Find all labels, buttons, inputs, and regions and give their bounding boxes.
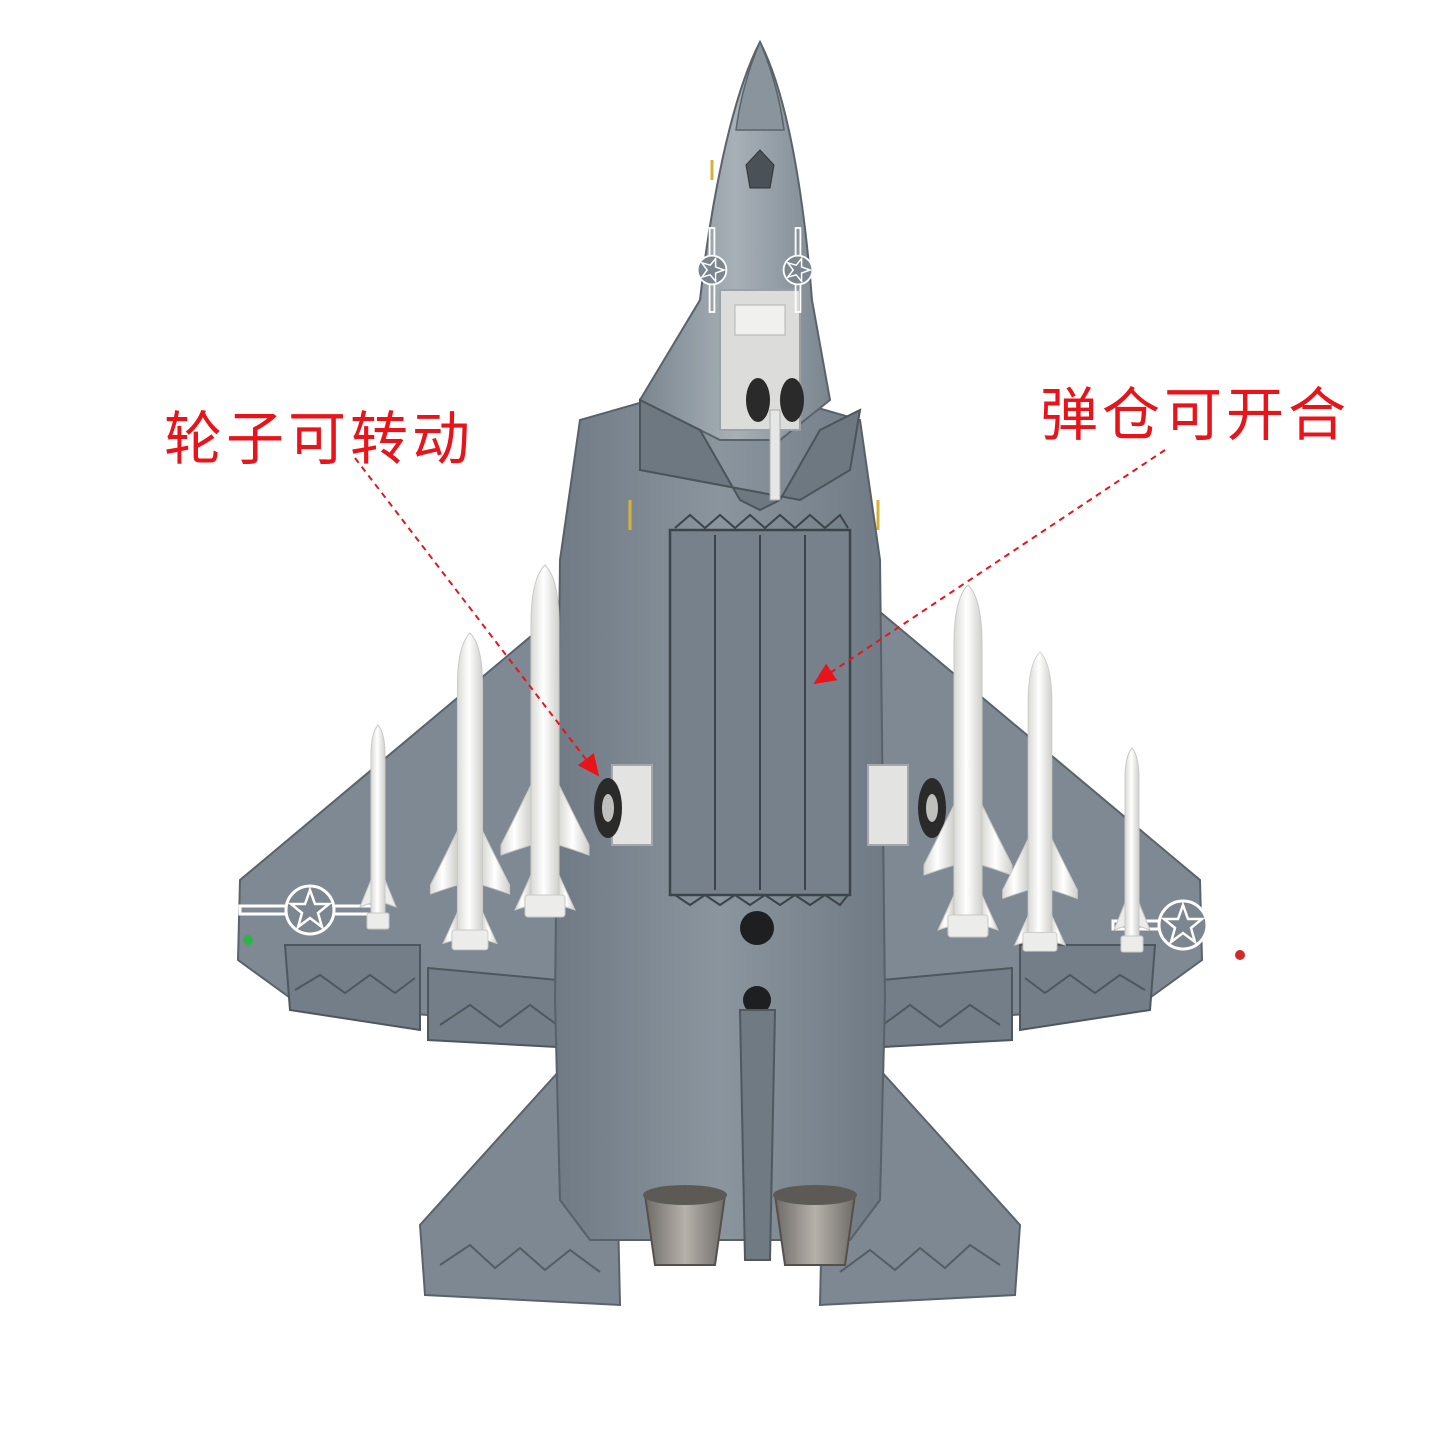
right-engine-nozzle xyxy=(773,1194,857,1266)
right-main-landing-gear xyxy=(867,764,946,846)
bay-callout-arrow xyxy=(813,449,1166,685)
wheels-rotatable-label: 轮子可转动 xyxy=(164,405,475,473)
bay-openable-label: 弹仓可开合 xyxy=(1040,381,1351,449)
nose-wheel-right xyxy=(780,378,804,422)
nose-wheel-left xyxy=(746,378,770,422)
wheels-callout-arrow xyxy=(354,457,600,777)
left-engine-nozzle xyxy=(643,1194,727,1266)
green-light-icon xyxy=(243,935,253,945)
left-main-landing-gear xyxy=(594,764,653,846)
red-light-icon xyxy=(1235,950,1245,960)
